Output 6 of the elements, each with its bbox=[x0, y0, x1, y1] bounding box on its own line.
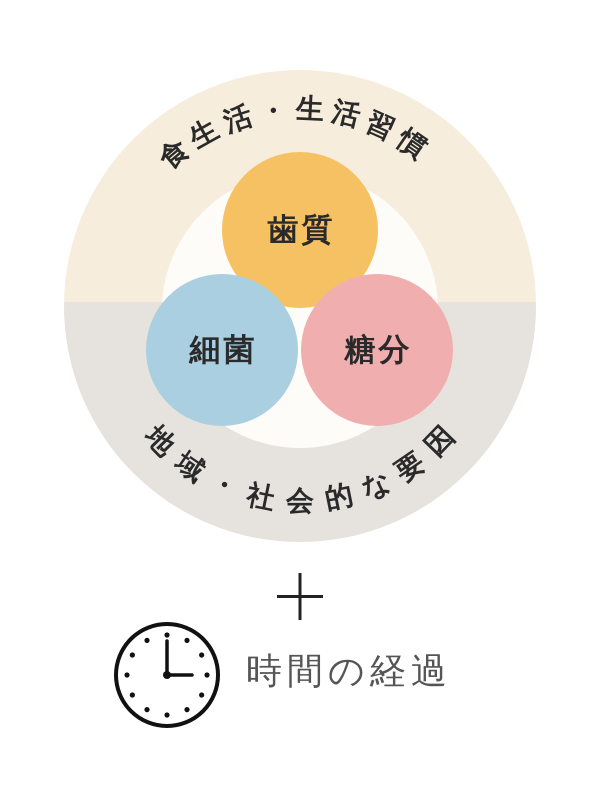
arc-label: 地域・社会的な要因 bbox=[140, 422, 460, 519]
circle-label: 歯質 bbox=[266, 211, 336, 250]
circle-label: 糖分 bbox=[343, 331, 412, 370]
label-text: 時間の経過 bbox=[246, 650, 452, 694]
circle-label: 細菌 bbox=[188, 331, 258, 370]
arc-label: 食生活・生活習慣 bbox=[155, 90, 431, 174]
